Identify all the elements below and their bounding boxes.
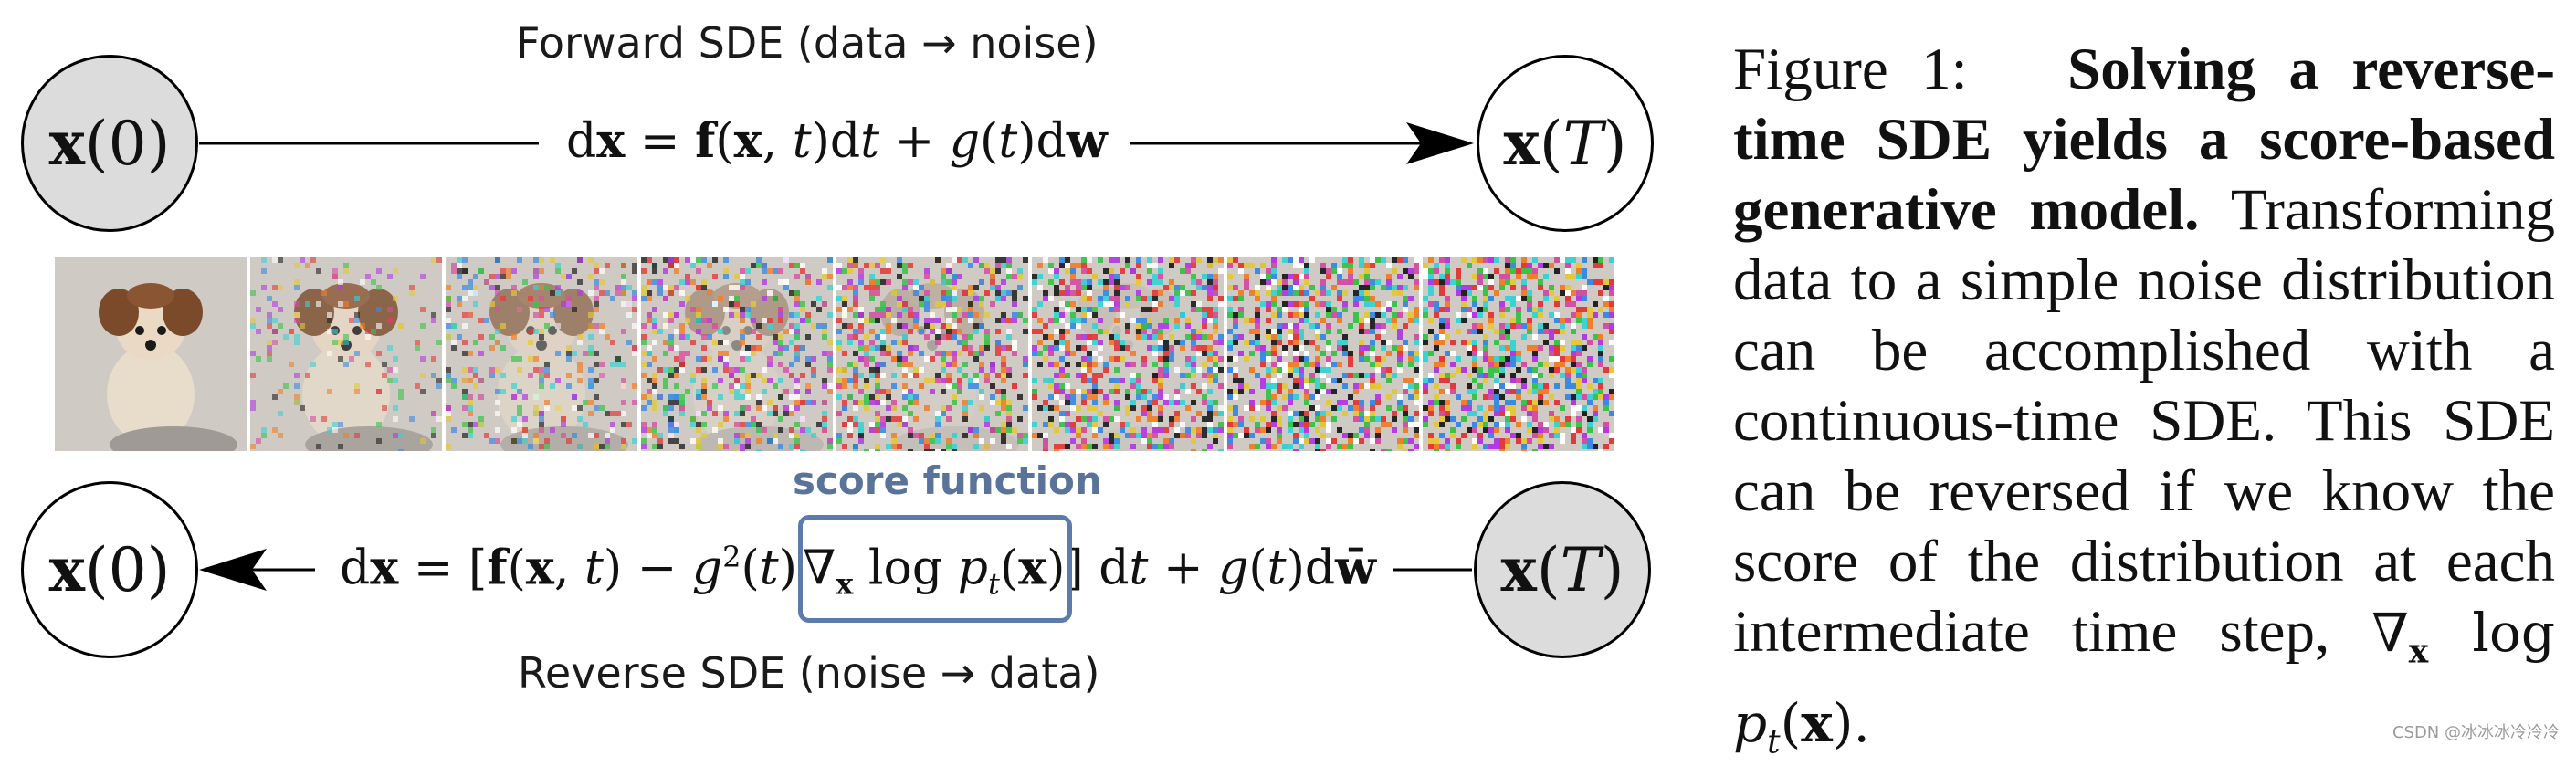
noise-image-1 — [250, 257, 442, 451]
paren-close: ) — [1600, 534, 1624, 605]
sde-diagram: x(0) x(T) x(0) x(T) Forward SDE (data → … — [21, 18, 1654, 698]
node-x0-reverse: x(0) — [21, 481, 198, 658]
paren-open: ( — [1536, 534, 1561, 605]
noise-image-3 — [641, 257, 833, 451]
noise-image-4 — [836, 257, 1028, 451]
reverse-equation: dx = [f(x, t) − g2(t)∇x log pt(x)] dt + … — [340, 540, 1376, 602]
noise-image-5 — [1032, 257, 1224, 451]
node-xT-T: T — [1560, 534, 1601, 605]
noise-image-2 — [446, 257, 637, 451]
node-xT-reverse: x(T) — [1474, 481, 1651, 658]
forward-arrowhead — [1406, 122, 1474, 164]
noise-image-0 — [55, 257, 247, 451]
reverse-sde-label: Reverse SDE (noise → data) — [518, 648, 1100, 698]
node-xT-var: x — [1503, 108, 1540, 179]
caption-math: ∇x log pt(x). — [1733, 602, 2555, 761]
paren-open: ( — [1539, 108, 1563, 179]
node-xT-T: T — [1562, 108, 1603, 179]
paren-close: ) — [1603, 108, 1627, 179]
node-xT-forward: x(T) — [1477, 55, 1654, 232]
figure-label: Figure 1: — [1733, 37, 1968, 102]
diagram-arrows — [199, 122, 1474, 591]
score-function-label: score function — [793, 458, 1102, 503]
noise-image-6 — [1227, 257, 1419, 451]
watermark: CSDN @冰冰冰冷冷冷 — [2392, 723, 2560, 742]
forward-equation: dx = f(x, t)dt + g(t)dw — [566, 113, 1108, 169]
noise-image-strip — [55, 257, 1614, 451]
node-x0-arg: (0) — [84, 108, 171, 179]
score-function-box — [798, 515, 1072, 623]
caption-body: Transforming data to a simple noise dist… — [1733, 177, 2555, 665]
node-x0-var: x — [48, 108, 85, 179]
caption-title: Solving a reverse-time SDE yields a scor… — [1733, 37, 2556, 243]
node-x0-var: x — [48, 534, 85, 605]
reverse-arrowhead — [199, 549, 267, 591]
forward-sde-label: Forward SDE (data → noise) — [516, 18, 1099, 68]
node-x0-forward: x(0) — [21, 55, 198, 232]
node-x0-arg: (0) — [84, 534, 171, 605]
noise-image-7 — [1423, 257, 1614, 451]
figure-caption: Figure 1: Solving a reverse-time SDE yie… — [1733, 35, 2555, 777]
node-xT-var: x — [1500, 534, 1537, 605]
